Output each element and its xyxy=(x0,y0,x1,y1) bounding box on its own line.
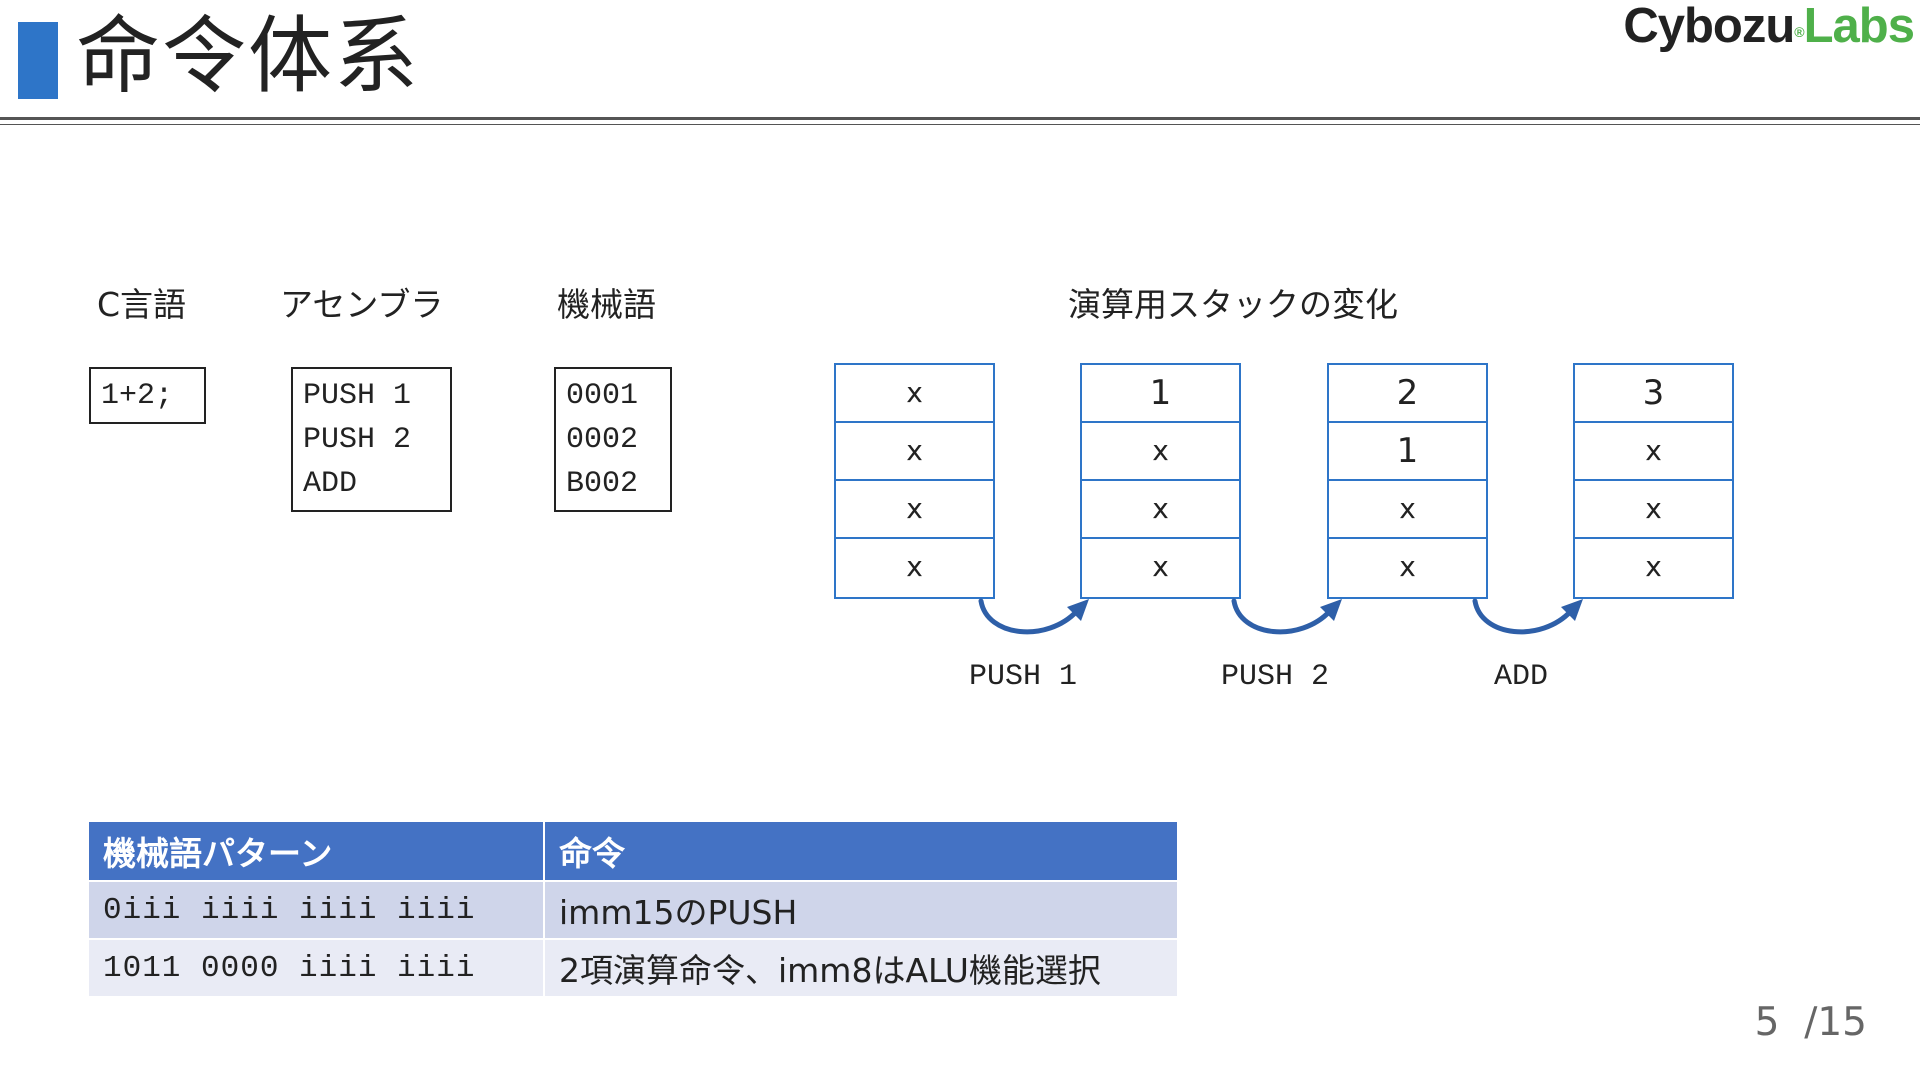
table-cell-instruction: 2項演算命令、imm8はALU機能選択 xyxy=(545,940,1177,996)
stack-cell: x xyxy=(906,550,923,583)
table-cell-pattern: 1011 0000 iiii iiii xyxy=(89,940,545,996)
label-c-language: C言語 xyxy=(97,285,187,324)
transition-arrow-icon xyxy=(1231,598,1342,635)
stack-cell: x xyxy=(1575,481,1732,539)
operation-label: ADD xyxy=(1494,660,1549,694)
label-machine-code: 機械語 xyxy=(557,285,656,324)
stack-cell: x xyxy=(1152,550,1169,583)
stack-after-push-2: 2 1 x x xyxy=(1327,363,1488,599)
page-title: 命令体系 xyxy=(76,7,421,105)
label-assembler: アセンブラ xyxy=(280,285,444,324)
logo-text-labs: Labs xyxy=(1803,0,1915,53)
label-stack-changes: 演算用スタックの変化 xyxy=(1068,285,1398,324)
assembler-code-box: PUSH 1 PUSH 2 ADD xyxy=(291,367,452,512)
stack-cell: x xyxy=(1575,423,1732,481)
stack-cell: x xyxy=(1399,550,1416,583)
transition-arrow-icon xyxy=(1472,598,1583,635)
stack-cell: x xyxy=(836,423,993,481)
stack-cell: 1 xyxy=(1329,423,1486,481)
asm-line: ADD xyxy=(303,467,358,501)
stack-cell: 2 xyxy=(1329,365,1486,423)
instruction-table: 機械語パターン 命令 0iii iiii iiii iiii imm15のPUS… xyxy=(89,822,1177,996)
machine-code-box: 0001 0002 B002 xyxy=(554,367,672,512)
cybozu-labs-logo: Cybozu®Labs xyxy=(1623,0,1915,53)
logo-registered-mark: ® xyxy=(1794,24,1804,40)
stack-cell: x xyxy=(836,365,993,423)
stack-initial: x x x x xyxy=(834,363,995,599)
mc-line: 0001 xyxy=(566,379,639,413)
mc-line: B002 xyxy=(566,467,639,501)
operation-label: PUSH 2 xyxy=(1221,660,1330,694)
title-accent-bar xyxy=(18,22,58,99)
table-header-pattern: 機械語パターン xyxy=(89,822,545,880)
page-current: 5 xyxy=(1754,1000,1780,1045)
table-header-row: 機械語パターン 命令 xyxy=(89,822,1177,880)
page-total: /15 xyxy=(1804,1000,1867,1045)
asm-line: PUSH 2 xyxy=(303,423,412,457)
table-cell-pattern: 0iii iiii iiii iiii xyxy=(89,882,545,938)
c-code-line: 1+2; xyxy=(101,379,174,413)
stack-cell: x xyxy=(1082,423,1239,481)
logo-text-cybozu: Cybozu xyxy=(1623,0,1795,53)
c-code-box: 1+2; xyxy=(89,367,206,424)
stack-cell: x xyxy=(1645,550,1662,583)
stack-after-add: 3 x x x xyxy=(1573,363,1734,599)
operation-label: PUSH 1 xyxy=(969,660,1078,694)
stack-cell: 3 xyxy=(1575,365,1732,423)
asm-line: PUSH 1 xyxy=(303,379,412,413)
table-header-instruction: 命令 xyxy=(545,822,1177,880)
stack-cell: 1 xyxy=(1082,365,1239,423)
page-number: 5 /15 xyxy=(1755,1000,1867,1045)
stack-after-push-1: 1 x x x xyxy=(1080,363,1241,599)
stack-cell: x xyxy=(836,481,993,539)
header-divider-thin xyxy=(0,124,1920,125)
mc-line: 0002 xyxy=(566,423,639,457)
stack-cell: x xyxy=(1082,481,1239,539)
table-cell-instruction: imm15のPUSH xyxy=(545,882,1177,938)
table-row: 0iii iiii iiii iiii imm15のPUSH xyxy=(89,880,1177,938)
stack-cell: x xyxy=(1329,481,1486,539)
header-divider xyxy=(0,117,1920,120)
table-row: 1011 0000 iiii iiii 2項演算命令、imm8はALU機能選択 xyxy=(89,938,1177,996)
transition-arrow-icon xyxy=(978,598,1089,635)
